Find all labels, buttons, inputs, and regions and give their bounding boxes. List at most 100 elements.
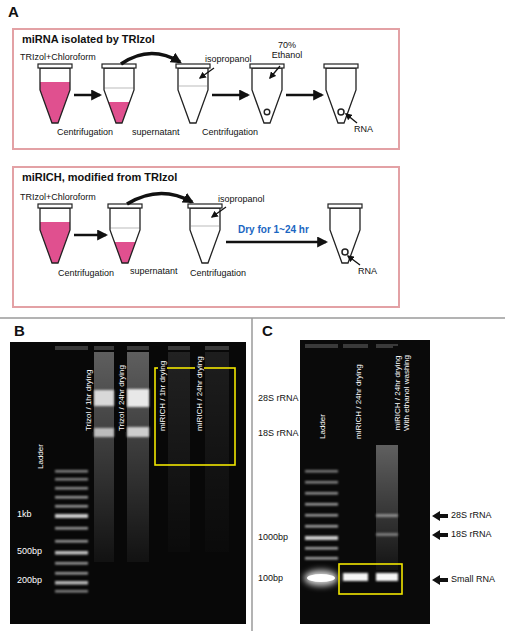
rna-smear (127, 352, 149, 562)
tube-cap (38, 204, 72, 208)
gel-band (127, 427, 149, 437)
gel-band (55, 470, 88, 473)
tube-outline (110, 208, 140, 263)
step-arrow (74, 234, 106, 237)
ladder-bands (305, 470, 338, 560)
tube-cap (38, 64, 72, 68)
gel-well (168, 346, 190, 350)
gel-wells (55, 346, 229, 350)
tube-icon (176, 64, 210, 123)
reagent-label: isopropanol (218, 194, 265, 204)
step-label: Centrifugation (190, 268, 246, 278)
tube-outline (330, 208, 360, 263)
gel-band (55, 562, 88, 565)
gel-band (305, 470, 338, 473)
gel-band (127, 389, 149, 407)
rna-smear (376, 445, 398, 570)
tube-outline (40, 208, 70, 263)
lane-label: Trizol / 1hr drying (84, 369, 93, 433)
tube-outline (190, 208, 220, 263)
tube-cap (176, 64, 210, 68)
step-label: TRIzol+Chloroform (20, 52, 96, 62)
gel-well (94, 346, 114, 350)
gel-image (300, 340, 430, 624)
tube-icon (250, 64, 284, 123)
gel-band (305, 481, 338, 484)
gel-band (55, 478, 88, 481)
tube-icon (38, 64, 72, 123)
gel-band (55, 551, 88, 555)
step-label: Centrifugation (58, 268, 114, 278)
leader-arrow (200, 68, 214, 78)
gel-band (55, 540, 88, 543)
panel-box: miRICH, modified from TRIzol (12, 166, 400, 308)
leader-arrow (348, 256, 360, 265)
band-label: Small RNA (451, 574, 495, 584)
tube-outline (104, 68, 134, 123)
gel-band (55, 496, 88, 499)
gel-well (55, 346, 88, 350)
lane-label: miRICH / 24hr drying (354, 363, 363, 440)
step-arrow (212, 94, 248, 97)
leader-arrow (346, 114, 357, 123)
drying-step-label: Dry for 1~24 hr (238, 224, 309, 236)
gel-band (55, 581, 88, 585)
gel-band (343, 573, 368, 581)
tube-icon (38, 204, 72, 263)
step-label: TRIzol+Chloroform (20, 192, 96, 202)
leader-arrow (212, 207, 226, 217)
transfer-arrow (127, 193, 192, 204)
step-label: Centrifugation (202, 127, 258, 137)
tube-icon (108, 204, 142, 263)
tube-outline (40, 68, 70, 123)
panel-divider (251, 318, 253, 631)
band-label: 28S rRNA (451, 510, 492, 520)
step-label: supernatant (130, 266, 178, 276)
ladder-bands (55, 470, 88, 593)
step-arrow (226, 241, 326, 244)
gel-band (305, 492, 338, 495)
rna-smear (205, 352, 229, 552)
marker-arrow (432, 530, 448, 540)
tube-cap (102, 64, 136, 68)
step-arrow (286, 94, 322, 97)
ladder-band (307, 574, 335, 582)
gel-band (55, 487, 88, 490)
gel-band (55, 505, 88, 508)
product-label: RNA (354, 124, 373, 134)
gel-band (55, 527, 88, 530)
lane-label: Ladder (318, 413, 327, 440)
size-marker: 100bp (258, 573, 283, 583)
panel-heading: miRICH, modified from TRIzol (14, 168, 398, 187)
band-label: 28S rRNA (258, 393, 299, 403)
rna-pellet (338, 109, 344, 115)
tube-icon (328, 204, 362, 263)
band-label: 18S rRNA (258, 428, 299, 438)
gel-band (305, 503, 338, 506)
gel-background (10, 342, 246, 624)
gel-band (376, 533, 398, 536)
gel-well (127, 346, 149, 350)
tube-icon (102, 64, 136, 123)
reagent-label: 70% Ethanol (268, 40, 306, 61)
tube-cap (328, 204, 362, 208)
panel-letter: C (262, 322, 273, 339)
product-label: RNA (358, 266, 377, 276)
reagent-label: isopropanol (205, 54, 252, 64)
rna-pellet (342, 249, 348, 255)
transfer-arrow (121, 53, 180, 64)
lane-label: miRICH / 24hr drying (195, 355, 204, 432)
rna-pellet (264, 109, 270, 115)
gel-wells (305, 344, 398, 348)
gel-band (94, 390, 114, 406)
size-marker: 1kb (16, 509, 33, 519)
size-marker: 500bp (16, 546, 43, 556)
panel-letter: B (14, 322, 25, 339)
rna-bands (343, 514, 398, 581)
gel-band (305, 536, 338, 540)
ladder-glow (304, 570, 338, 586)
gel-well (305, 344, 338, 348)
rna-smear (94, 352, 114, 562)
gel-band (55, 590, 88, 593)
